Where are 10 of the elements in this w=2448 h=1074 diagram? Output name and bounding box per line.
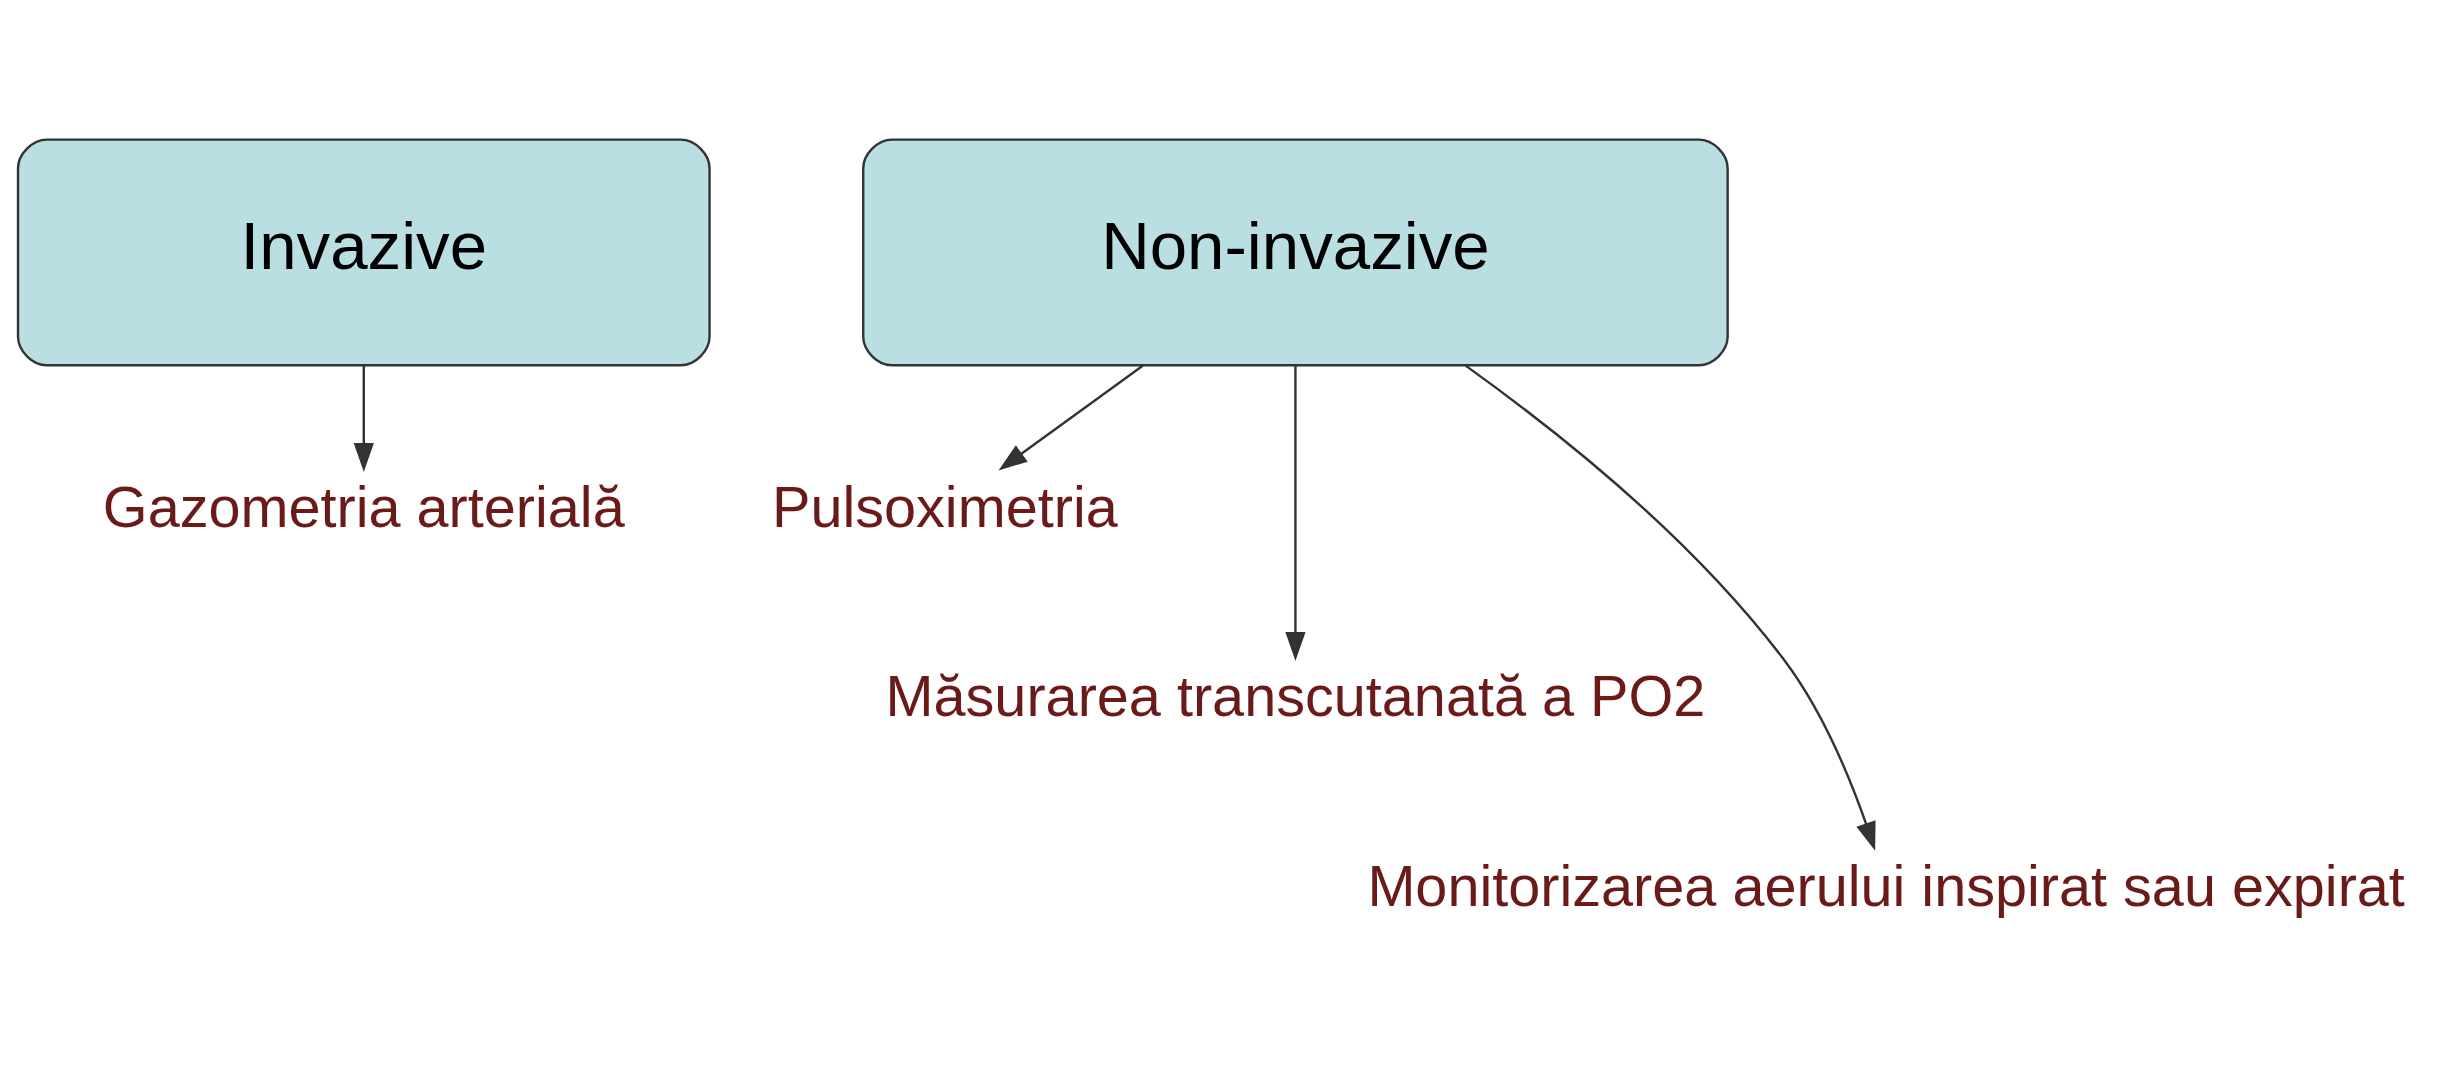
node-text: Monitorizarea aerului inspirat sau expirat	[1367, 854, 2405, 919]
arrow	[1465, 364, 1876, 851]
node-text: Gazometria arterială	[102, 474, 625, 539]
node-box: Invazive	[16, 138, 711, 367]
arrow	[998, 364, 1144, 471]
arrow	[353, 365, 374, 472]
node-text: Pulsoximetria	[771, 474, 1118, 539]
arrow	[1285, 365, 1306, 661]
node-box: Non-invazive	[862, 138, 1729, 367]
node-text: Măsurarea transcutanată a PO2	[885, 664, 1706, 729]
